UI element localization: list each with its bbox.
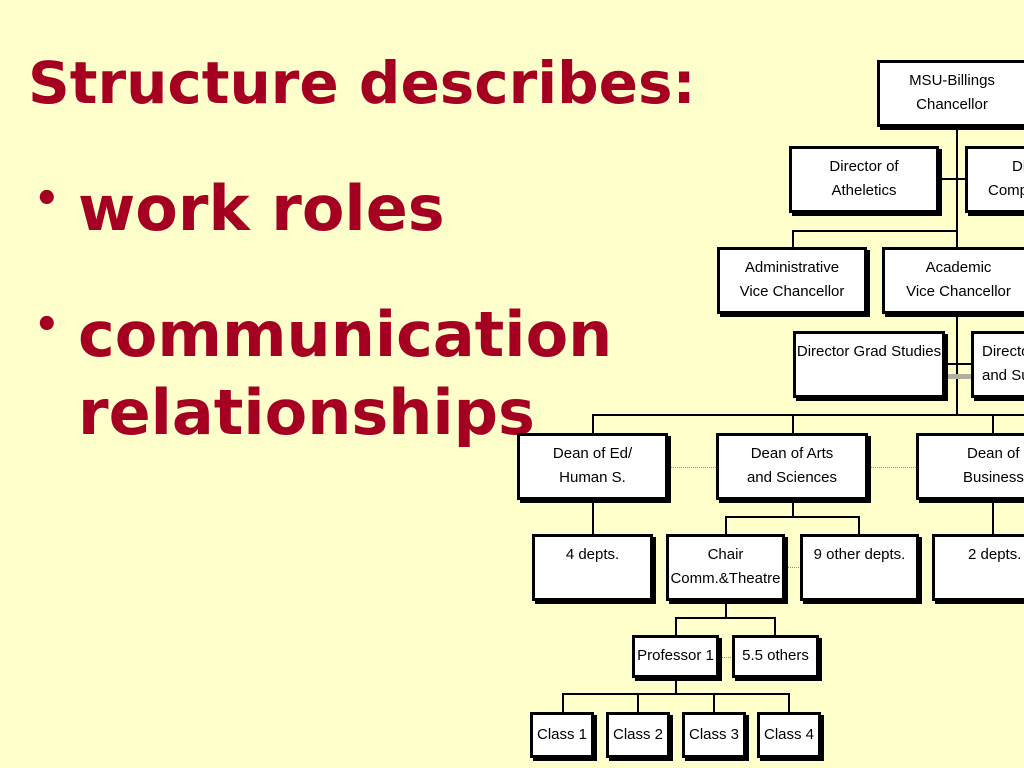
box-line: Director of [829,158,899,175]
dotted-connector [868,467,916,468]
box-line: 4 depts. [565,546,620,563]
box-professor-1: Professor 1 [632,635,719,678]
connector [725,516,727,535]
box-line: Class 2 [612,726,664,743]
bullet-work-roles: work roles [78,172,445,245]
box-director-grad-studies: Director Grad Studies [793,331,945,398]
connector [788,693,790,712]
connector [992,499,994,535]
box-line: Human S. [559,469,626,486]
box-2-depts: 2 depts. [932,534,1024,601]
connector [992,414,994,434]
box-line: Class 3 [688,726,740,743]
dotted-connector [668,467,716,468]
box-line: and Su [982,367,1024,384]
connector [637,693,639,712]
box-line: Vice Chancellor [739,283,845,300]
bullet-relationships: relationships [78,376,535,449]
box-line: Class 1 [536,726,588,743]
box-dean-education: Dean of Ed/ Human S. [517,433,668,500]
box-line: Administrative [744,259,840,276]
box-dean-business: Dean of Business [916,433,1024,500]
connector [774,617,776,636]
box-line: Directo [982,343,1024,360]
connector [675,677,677,694]
box-class-2: Class 2 [606,712,670,758]
connector [675,617,677,636]
connector [562,693,790,695]
box-line: Di [1012,158,1024,175]
connector [792,414,794,434]
connector [675,617,776,619]
box-class-1: Class 1 [530,712,594,758]
connector [592,499,594,535]
box-class-3: Class 3 [682,712,746,758]
box-dean-arts-sciences: Dean of Arts and Sciences [716,433,868,500]
box-line: Comm.&Theatre [670,570,781,587]
dotted-connector [718,657,733,658]
box-line: 9 other depts. [813,546,906,563]
bullet-marker-2: • [34,302,60,348]
box-line: MSU-Billings [909,72,995,89]
box-line: Vice Chancellor [906,283,1011,300]
box-line: Professor 1 [637,647,714,664]
connector [592,414,594,434]
box-line: Dean of [967,445,1020,462]
box-5-5-others: 5.5 others [732,635,819,678]
box-line: Director Grad Studies [796,343,942,360]
box-9-other-depts: 9 other depts. [800,534,919,601]
connector [592,414,1024,416]
box-director-athletics: Director of Atheletics [789,146,939,213]
box-line: Class 4 [763,726,815,743]
box-line: Dean of Arts [750,445,834,462]
connector [792,230,794,248]
connector [713,693,715,712]
connector [858,516,860,535]
bullet-communication: communication [78,298,613,371]
connector [792,230,958,232]
connector [944,363,974,365]
box-line: Atheletics [831,182,897,199]
dotted-connector [785,567,801,568]
box-line: Comp [988,182,1024,199]
box-director-computing: Di Comp [965,146,1024,213]
box-academic-vc: Academic Vice Chancellor [882,247,1024,314]
box-line: Academic [925,259,992,276]
box-line: and Sciences [746,469,838,486]
connector [725,516,860,518]
box-4-depts: 4 depts. [532,534,653,601]
connector [792,499,794,517]
bullet-marker-1: • [34,176,60,222]
connector [937,178,967,180]
box-director-summer: Directo and Su [971,331,1024,398]
connector-shadow [944,374,972,379]
box-line: Business [963,469,1024,486]
box-chair-comm-theatre: Chair Comm.&Theatre [666,534,785,601]
box-line: 2 depts. [968,546,1022,563]
connector [562,693,564,712]
box-class-4: Class 4 [757,712,821,758]
box-line: Dean of Ed/ [552,445,633,462]
box-administrative-vc: Administrative Vice Chancellor [717,247,867,314]
box-line: Chancellor [916,96,988,113]
box-line: Chair [707,546,744,563]
connector [725,601,727,617]
box-chancellor: MSU-Billings Chancellor [877,60,1024,127]
slide-title: Structure describes: [28,49,696,117]
box-line: 5.5 others [742,647,809,664]
